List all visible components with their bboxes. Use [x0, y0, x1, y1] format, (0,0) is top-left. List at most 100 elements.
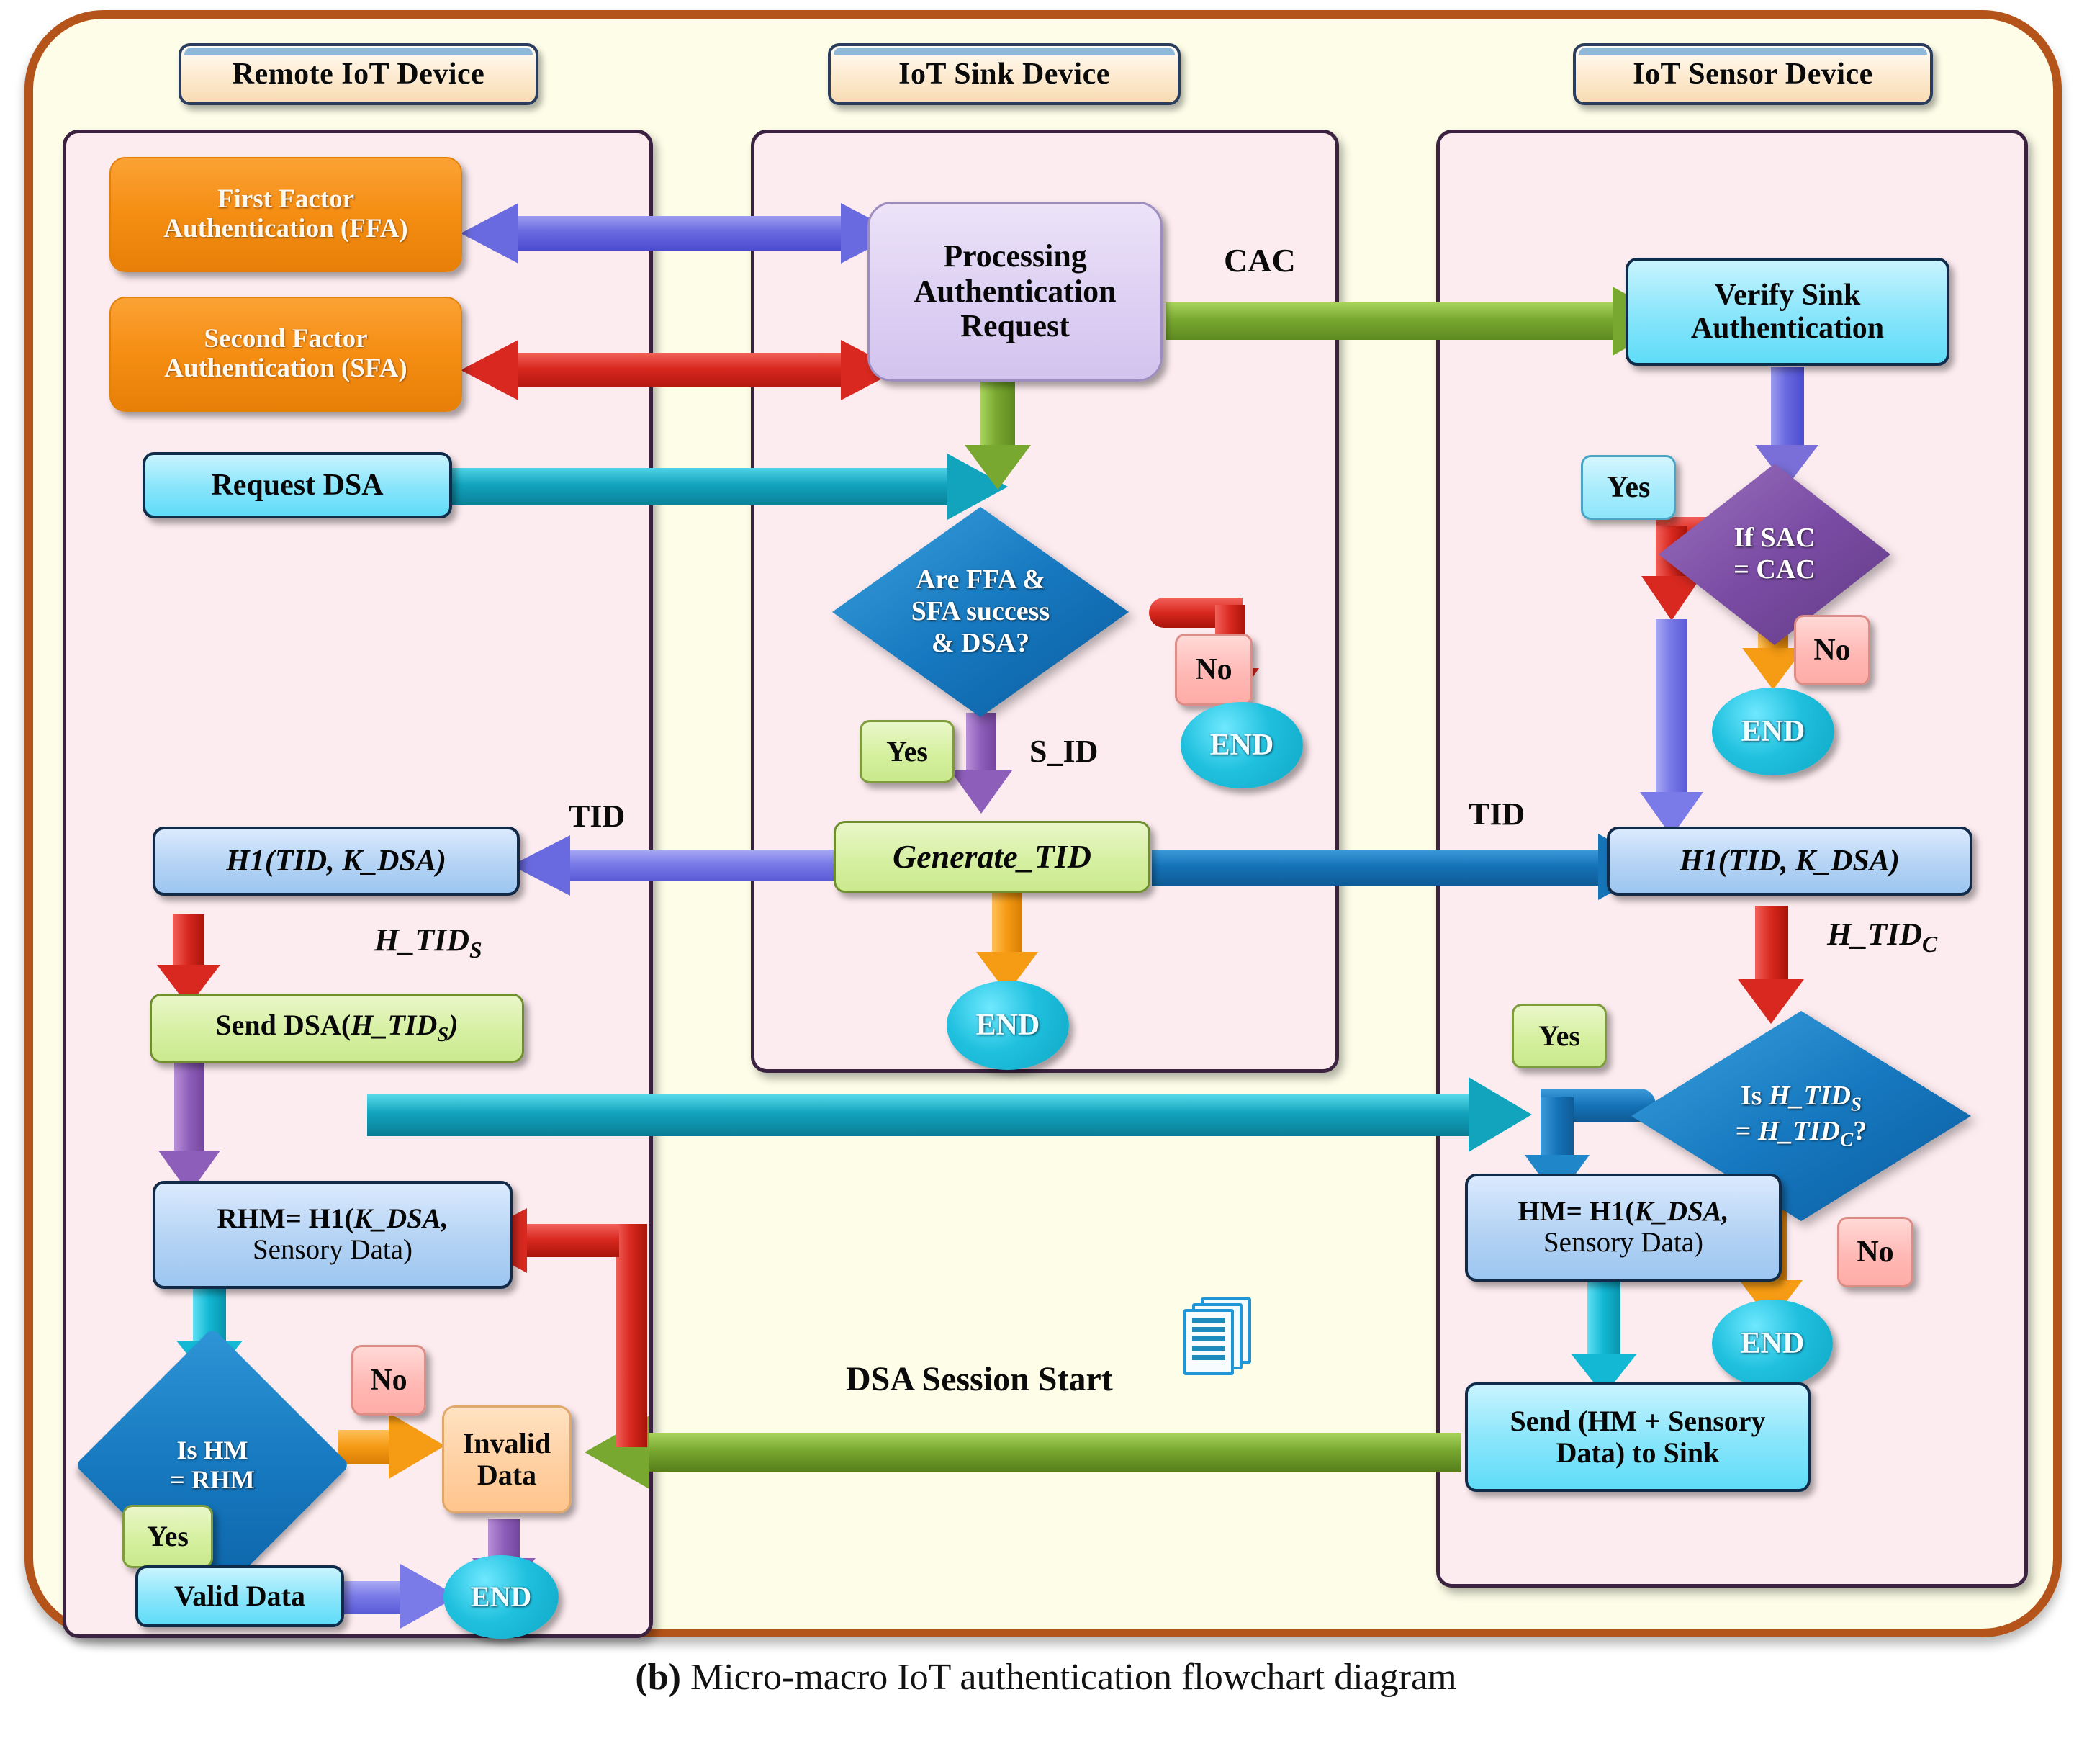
decision-hm-line2: = RHM	[170, 1465, 255, 1494]
decision-is-htids-equals-htidc[interactable]: Is H_TIDS = H_TIDC?	[1628, 1008, 1974, 1224]
edge-label-tid-right: TID	[1469, 796, 1525, 832]
tid-line1-sub: S	[1850, 1093, 1862, 1115]
tid-line2-prefix: =	[1735, 1116, 1758, 1146]
node-hm-line2: Sensory Data)	[1543, 1227, 1704, 1258]
decision-sac-text: If SAC = CAC	[1656, 461, 1893, 648]
badge-no-tid: No	[1837, 1217, 1913, 1287]
decision-tid-line1: Is H_TIDS	[1736, 1081, 1867, 1116]
arrow-ffa-yes-body	[966, 713, 996, 776]
send-dsa-sub: S	[437, 1023, 449, 1047]
node-h1-tid-kdsa-sensor[interactable]: H1(TID, K_DSA)	[1607, 827, 1972, 896]
node-end-sink-generate[interactable]: END	[947, 981, 1069, 1070]
node-end-label: END	[975, 1008, 1040, 1042]
node-verify-line2: Authentication	[1690, 312, 1885, 345]
node-sfa-line2: Authentication (SFA)	[164, 354, 407, 383]
arrow-dsa-session-body	[648, 1433, 1461, 1472]
tid-line2-base: H_TID	[1757, 1116, 1840, 1146]
node-send-dsa-htids[interactable]: Send DSA(H_TIDS)	[150, 994, 524, 1063]
arrow-h1-send-dsa-body	[173, 914, 204, 971]
decision-tid-shape	[1631, 1011, 1971, 1221]
arrow-h1c-decision-body	[1755, 906, 1788, 986]
lane-title-iot-sensor-device: IoT Sensor Device	[1573, 43, 1933, 105]
edge-label-cac: CAC	[1224, 242, 1296, 279]
arrow-hm-no-head	[389, 1413, 445, 1479]
arrow-generate-tid-end-body	[992, 886, 1022, 958]
badge-no-ffa-sfa: No	[1175, 634, 1253, 706]
badge-no-hm-rhm: No	[351, 1345, 426, 1416]
node-processing-authentication-request[interactable]: Processing Authentication Request	[867, 202, 1163, 382]
badge-no-label: No	[1813, 633, 1851, 667]
decision-tid-text: Is H_TIDS = H_TIDC?	[1628, 1008, 1974, 1224]
badge-no-sac: No	[1794, 615, 1870, 685]
arrow-request-dsa-body	[443, 468, 947, 505]
arrow-sac-yes-long-body	[1656, 619, 1687, 799]
node-processing-line2: Authentication	[914, 273, 1117, 309]
node-send-hm-line1: Send (HM + Sensory	[1510, 1405, 1766, 1437]
arrow-rhm-feed-v	[616, 1224, 647, 1447]
decision-tid-line2: = H_TIDC?	[1736, 1116, 1867, 1151]
node-end-remote[interactable]: END	[443, 1555, 559, 1639]
node-valid-data-label: Valid Data	[174, 1580, 305, 1612]
arrow-hm-no-body	[338, 1430, 390, 1464]
node-h1-tid-kdsa-remote[interactable]: H1(TID, K_DSA)	[153, 827, 520, 896]
badge-yes-tid: Yes	[1512, 1004, 1607, 1068]
node-valid-data[interactable]: Valid Data	[135, 1565, 344, 1627]
arrow-sac-yes-head	[1641, 576, 1702, 621]
node-end-sensor-sac[interactable]: END	[1712, 688, 1834, 775]
decision-sac-line2: = CAC	[1733, 554, 1816, 585]
arrow-sfa-processing-body	[517, 353, 841, 387]
node-end-sink-no[interactable]: END	[1181, 702, 1303, 788]
node-invalid-line1: Invalid	[462, 1427, 551, 1459]
node-invalid-data[interactable]: Invalid Data	[442, 1405, 572, 1513]
arrow-ffa-processing-body	[517, 216, 841, 251]
node-ffa-line1: First Factor	[217, 184, 355, 215]
node-end-sensor-tid[interactable]: END	[1712, 1300, 1833, 1387]
node-send-dsa-text: Send DSA(H_TIDS)	[215, 1009, 458, 1047]
decision-are-ffa-sfa-success-dsa[interactable]: Are FFA & SFA success & DSA?	[829, 504, 1132, 720]
node-sfa-line1: Second Factor	[204, 324, 368, 354]
node-end-label: END	[1740, 1326, 1805, 1360]
node-verify-sink-authentication[interactable]: Verify Sink Authentication	[1626, 258, 1949, 366]
decision-ffa-text: Are FFA & SFA success & DSA?	[829, 504, 1132, 720]
node-request-dsa[interactable]: Request DSA	[143, 452, 452, 518]
badge-no-label: No	[1857, 1235, 1894, 1269]
decision-hm-text: Is HM = RHM	[115, 1368, 310, 1562]
node-processing-line3: Request	[960, 308, 1070, 344]
badge-yes-sac: Yes	[1581, 455, 1676, 520]
decision-ffa-line1: Are FFA &	[915, 564, 1046, 595]
arrow-sac-no-head	[1742, 648, 1804, 690]
edge-label-tid-left: TID	[569, 798, 626, 834]
h-tid-s-sub: S	[469, 937, 482, 963]
node-generate-tid[interactable]: Generate_TID	[834, 821, 1150, 893]
edge-label-s-id: S_ID	[1029, 734, 1099, 769]
decision-sac-shape	[1659, 464, 1890, 645]
decision-is-hm-equals-rhm[interactable]: Is HM = RHM	[75, 1328, 350, 1603]
caption-prefix: (b)	[635, 1657, 681, 1698]
arrow-tid-yes-elbow-v	[1541, 1097, 1574, 1162]
node-verify-line1: Verify Sink	[1714, 278, 1861, 312]
send-dsa-mid: H_TID	[351, 1009, 438, 1042]
node-h1-sensor-label: H1(TID, K_DSA)	[1680, 844, 1900, 878]
node-rhm-line1: RHM= H1(K_DSA,	[217, 1203, 448, 1235]
h-tid-c-sub: C	[1922, 931, 1938, 957]
node-ffa-line2: Authentication (FFA)	[163, 214, 408, 243]
node-send-hm-sensory-data-to-sink[interactable]: Send (HM + Sensory Data) to Sink	[1465, 1382, 1811, 1492]
badge-yes-label: Yes	[1538, 1020, 1580, 1052]
lane-title-iot-sink-device: IoT Sink Device	[828, 43, 1181, 105]
arrow-send-dsa-down-body	[174, 1058, 204, 1159]
node-second-factor-authentication[interactable]: Second Factor Authentication (SFA)	[109, 297, 462, 412]
node-first-factor-authentication[interactable]: First Factor Authentication (FFA)	[109, 157, 462, 272]
send-dsa-prefix: Send DSA(	[215, 1009, 351, 1042]
lane-title-label: IoT Sink Device	[898, 58, 1110, 91]
node-hm-h1[interactable]: HM= H1(K_DSA, Sensory Data)	[1465, 1174, 1782, 1282]
arrow-tid-left-body	[569, 850, 871, 881]
hm-prefix: HM= H1(	[1518, 1196, 1635, 1228]
tid-line2-q: ?	[1853, 1116, 1867, 1146]
arrow-ffa-processing-head-left	[461, 203, 518, 264]
node-invalid-line2: Data	[477, 1459, 537, 1491]
node-hm-line1: HM= H1(K_DSA,	[1518, 1196, 1728, 1228]
node-h1-remote-label: H1(TID, K_DSA)	[226, 844, 446, 878]
node-rhm-h1[interactable]: RHM= H1(K_DSA, Sensory Data)	[153, 1181, 513, 1289]
decision-if-sac-equals-cac[interactable]: If SAC = CAC	[1656, 461, 1893, 648]
